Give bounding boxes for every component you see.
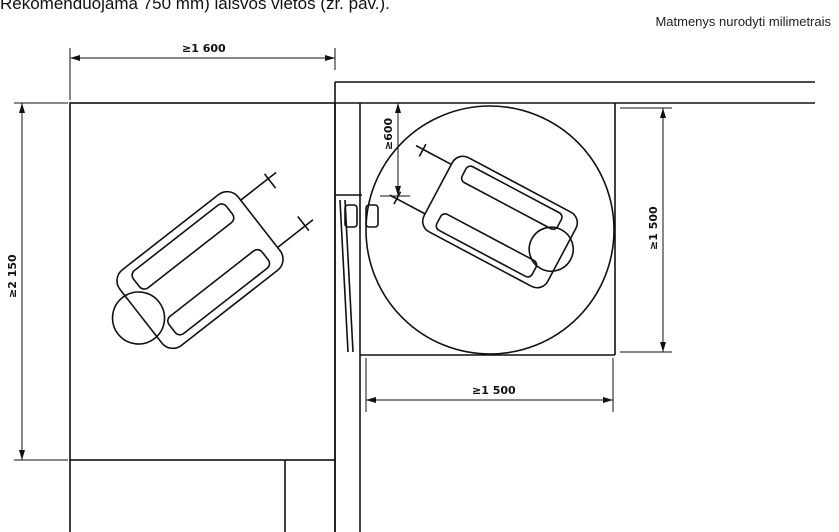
door-handle-left [344,204,358,228]
dim-label-right: ≥1 500 [647,206,660,250]
dim-line-left [14,102,68,461]
cropped-instruction-text: Rekomenduojama 750 mm) laisvos vietos (ž… [0,0,390,13]
left-room-outline [69,102,336,461]
units-note: Matmenys nurodyti milimetrais [655,14,831,29]
turning-circle [365,105,615,355]
dim-line-right [620,107,672,353]
dim-arrows-offset [395,103,401,196]
dim-label-offset: ≥600 [382,117,395,150]
bottom-corridor-walls [69,460,336,532]
dim-label-bottom: ≥1 500 [472,384,516,397]
right-room-walls [334,81,815,532]
wheelchair-right-sketch [389,143,579,289]
dim-line-top [69,48,336,100]
wheelchair-left-sketch [111,171,314,350]
dim-label-left: ≥2 150 [6,254,19,298]
dim-label-top: ≥1 600 [182,42,226,55]
dim-line-offset [380,103,410,197]
door-leaf [335,194,362,353]
dim-line-bottom [365,358,614,412]
